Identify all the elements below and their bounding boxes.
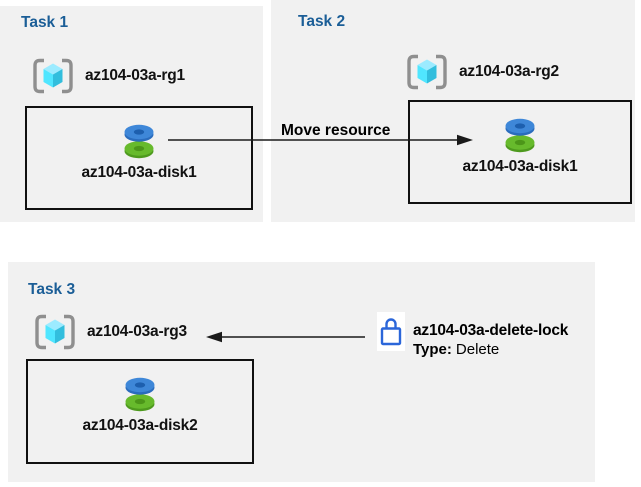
lock-icon-box <box>377 312 405 351</box>
task1-title: Task 1 <box>21 14 69 31</box>
lock-type-value: Delete <box>455 341 500 358</box>
lock-caption: az104-03a-delete-lock Type:Delete <box>413 321 568 359</box>
disk-name: az104-03a-disk1 <box>462 158 578 175</box>
managed-disk-icon <box>121 373 159 413</box>
resource-group-icon <box>32 57 74 95</box>
lock-name: az104-03a-delete-lock <box>413 322 569 339</box>
task3-title: Task 3 <box>28 281 76 298</box>
task2-panel: Task 2 az104-03a-rg2 az104-03a-disk1 <box>271 0 635 222</box>
task1-resource-box: az104-03a-disk1 <box>25 106 253 210</box>
resource-group-name: az104-03a-rg3 <box>87 323 187 340</box>
disk-name: az104-03a-disk1 <box>81 164 197 181</box>
lock-icon <box>377 312 405 351</box>
managed-disk-icon <box>120 120 158 160</box>
move-resource-label: Move resource <box>281 122 391 139</box>
task1-panel: Task 1 az104-03a-rg1 az104-03a-disk1 <box>0 6 263 222</box>
task3-resource-box: az104-03a-disk2 <box>26 359 254 464</box>
task1-resource-group: az104-03a-rg1 <box>32 57 185 95</box>
task3-resource-group: az104-03a-rg3 <box>34 313 187 351</box>
resource-group-icon <box>406 53 448 91</box>
disk-name: az104-03a-disk2 <box>82 417 198 434</box>
resource-group-name: az104-03a-rg1 <box>85 67 185 84</box>
managed-disk-icon <box>501 114 539 154</box>
resource-group-name: az104-03a-rg2 <box>459 63 559 80</box>
task3-panel: Task 3 az104-03a-rg3 az104-03a-disk2 <box>8 262 595 482</box>
task2-title: Task 2 <box>298 13 346 30</box>
lock-type: Type:Delete <box>413 340 568 359</box>
task2-resource-group: az104-03a-rg2 <box>406 53 559 91</box>
resource-group-icon <box>34 313 76 351</box>
lock-type-label: Type: <box>413 341 452 358</box>
task2-resource-box: az104-03a-disk1 <box>408 100 632 204</box>
